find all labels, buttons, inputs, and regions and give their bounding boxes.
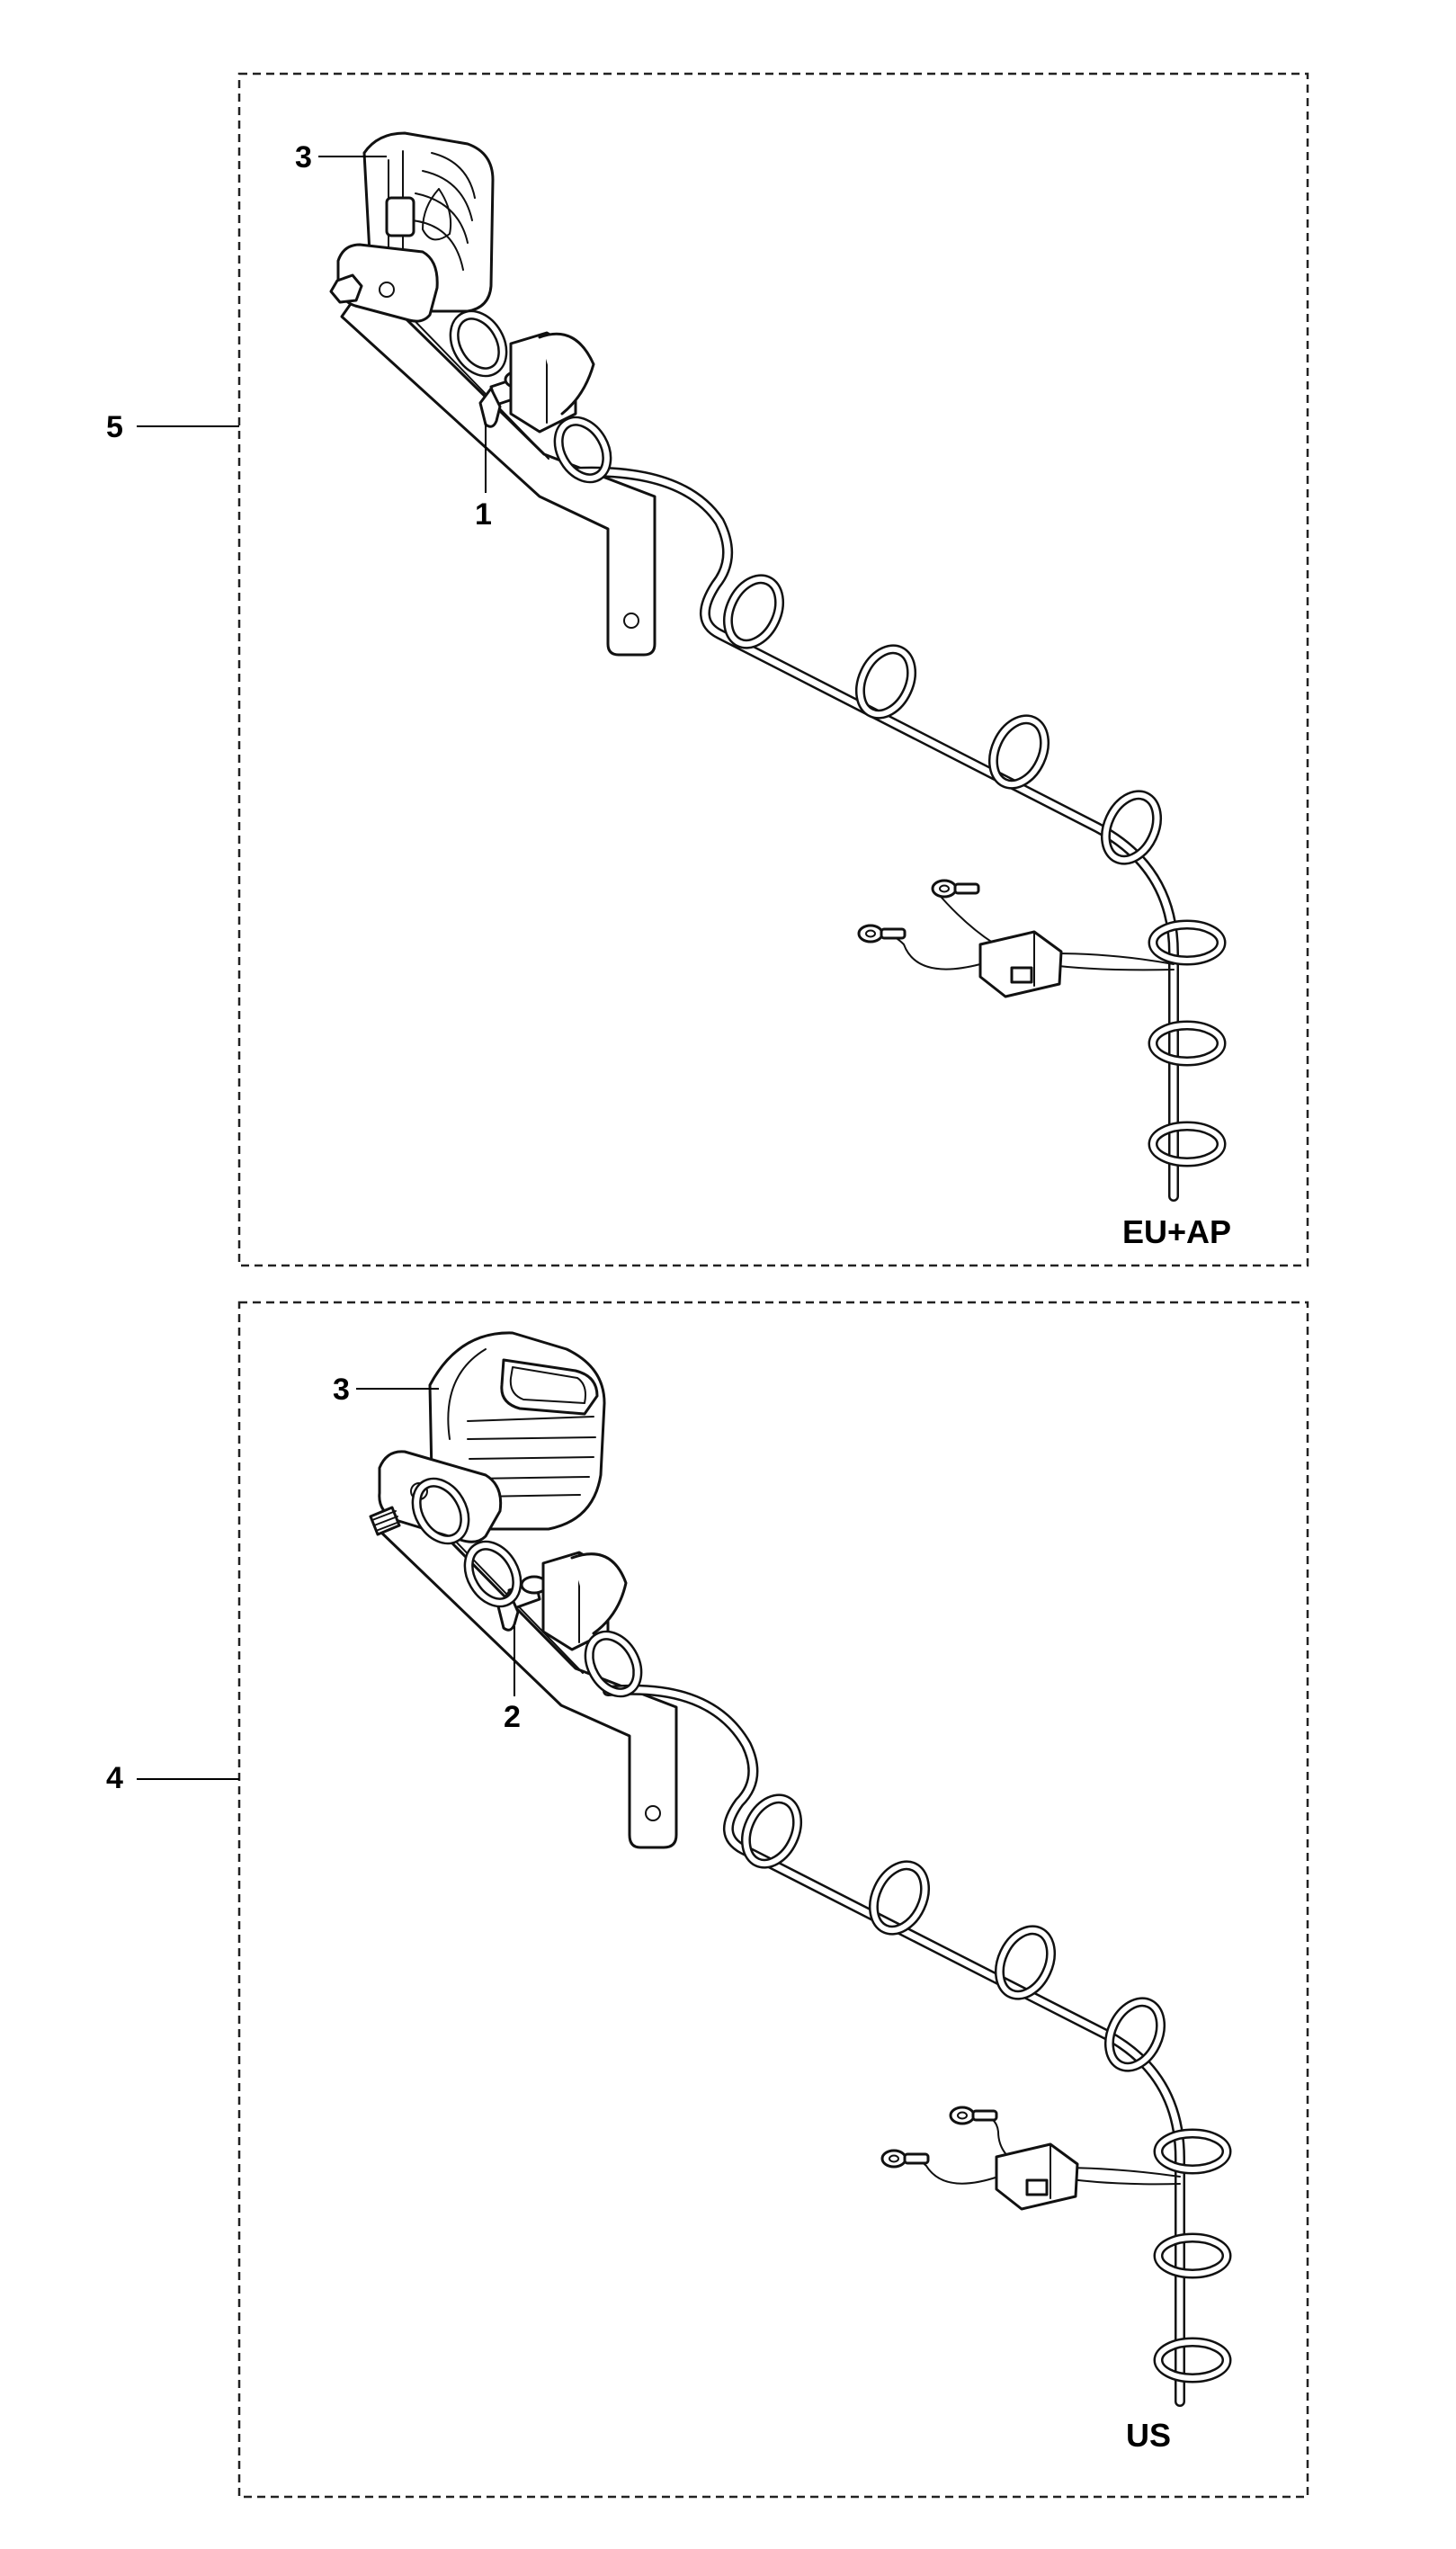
callout-lamp-us: 3 — [333, 1373, 350, 1407]
coiled-cable-icon — [411, 1477, 1232, 2407]
work-lamp-icon — [329, 131, 495, 323]
ring-terminal-icon — [880, 2106, 998, 2169]
connector-plug-icon — [885, 890, 1175, 998]
mounting-bracket-icon — [340, 279, 657, 657]
mounting-bracket-icon — [376, 1491, 678, 1849]
assembly-callout-5: 5 — [106, 410, 123, 444]
connector-plug-icon — [909, 2115, 1181, 2211]
callout-lamp-eu-ap: 3 — [295, 140, 312, 174]
callout-bolt-eu-ap: 1 — [475, 497, 492, 532]
work-lamp-icon — [369, 1331, 606, 1543]
ring-terminal-icon — [857, 879, 980, 944]
assembly-callout-4: 4 — [106, 1761, 123, 1795]
region-label-eu-ap: EU+AP — [1122, 1213, 1231, 1250]
assembly-frame-eu-ap: 5 EU+AP — [106, 72, 1309, 1267]
region-label-us: US — [1126, 2417, 1171, 2454]
coiled-cable-icon — [449, 309, 1227, 1202]
switch-housing-icon — [509, 331, 595, 434]
assembly-frame-us: 4 US — [106, 1301, 1309, 2499]
callout-bolt-us: 2 — [504, 1700, 521, 1734]
